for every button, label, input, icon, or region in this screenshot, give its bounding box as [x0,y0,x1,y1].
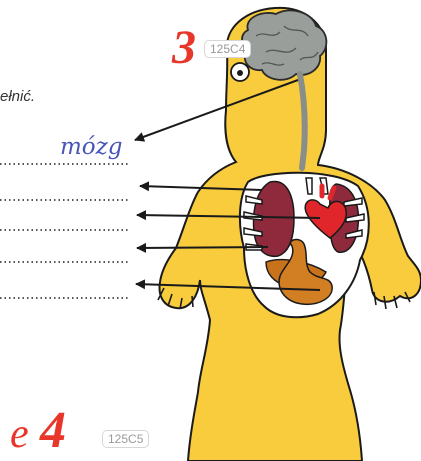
exercise-number: 3 [172,24,196,72]
exercise-code-badge: 125C5 [102,430,149,448]
answer-lines [0,164,128,298]
exercise-number-prefix: e [10,412,29,456]
instruction-text: ełnić. [0,88,35,105]
exercise-code-badge: 125C4 [204,40,251,58]
brain-icon [242,10,326,79]
answer-brain[interactable]: mózg [60,134,123,160]
exercise-number: 4 [40,405,66,457]
pupil [237,70,243,76]
